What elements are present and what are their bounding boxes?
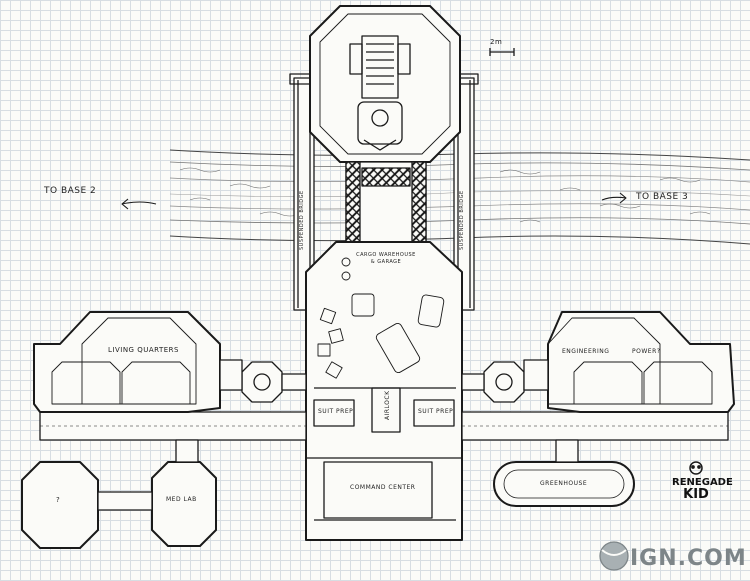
renegade-kid-mark [689, 461, 703, 475]
pod-left [241, 361, 307, 403]
label-power: POWER? [632, 348, 661, 355]
arrow-to-base-3 [601, 192, 627, 204]
ign-logo: IGN.COM [590, 540, 746, 576]
label-cargo: CARGO WAREHOUSE & GARAGE [356, 252, 416, 265]
main-corridor [39, 411, 729, 441]
scale-label: 2m [490, 38, 503, 46]
unknown-room [21, 461, 99, 549]
renegade-kid-logo: RENEGADE KID [672, 464, 733, 530]
ign-mark [599, 541, 629, 571]
label-suit-prep-left: SUIT PREP [318, 408, 354, 415]
arrow-to-base-2 [121, 198, 157, 210]
scale-bar [489, 48, 515, 56]
label-bridge-left: SUSPENDED BRIDGE [299, 190, 305, 250]
label-command-center: COMMAND CENTER [350, 484, 416, 491]
med-lab [97, 439, 217, 547]
renegade-text: RENEGADE [672, 477, 733, 488]
central-hub [305, 241, 463, 541]
living-quarters [33, 311, 243, 413]
label-unknown-room: ? [56, 496, 61, 504]
engineering-power [523, 311, 735, 413]
ign-text: IGN.COM [630, 546, 747, 571]
label-engineering: ENGINEERING [562, 348, 610, 355]
label-airlock: AIRLOCK [384, 390, 391, 420]
label-greenhouse: GREENHOUSE [540, 480, 588, 487]
label-suit-prep-right: SUIT PREP [418, 408, 454, 415]
greenhouse [493, 439, 635, 507]
landing-pad [309, 5, 461, 163]
canyon-connector [345, 161, 427, 243]
label-living-quarters: LIVING QUARTERS [108, 346, 179, 354]
label-bridge-right: SUSPENDED BRIDGE [459, 190, 465, 250]
label-to-base-2: TO BASE 2 [44, 186, 97, 196]
pod-right [461, 361, 525, 403]
kid-text: KID [683, 487, 709, 502]
label-to-base-3: TO BASE 3 [636, 192, 689, 202]
label-med-lab: MED LAB [166, 496, 197, 503]
